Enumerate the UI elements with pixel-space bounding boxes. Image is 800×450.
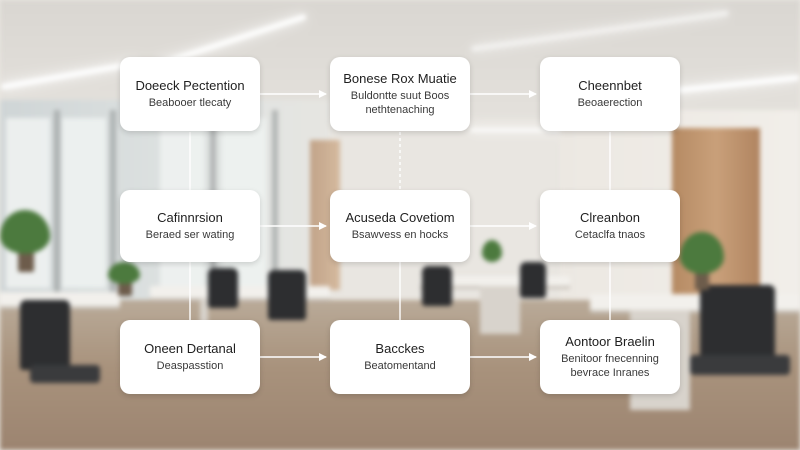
- node-title: Doeeck Pectention: [135, 78, 245, 93]
- node-title: Cheennbet: [578, 78, 642, 93]
- office-chair: [20, 300, 70, 370]
- plant-pot: [18, 250, 34, 272]
- plant: [482, 240, 502, 262]
- desk-leg: [480, 286, 520, 334]
- node-bacckes[interactable]: Bacckes Beatomentand: [330, 320, 470, 394]
- node-oneen-dertanal[interactable]: Oneen Dertanal Deaspasstion: [120, 320, 260, 394]
- node-title: Aontoor Braelin: [565, 334, 655, 349]
- node-subtitle: Cetaclfa tnaos: [574, 229, 646, 241]
- office-chair: [700, 285, 775, 360]
- office-chair: [268, 270, 306, 320]
- node-title: Oneen Dertanal: [144, 341, 236, 356]
- node-subtitle: Deaspasstion: [156, 360, 224, 372]
- window-frame: [54, 110, 60, 300]
- office-chair: [208, 268, 238, 308]
- plant: [680, 232, 724, 274]
- office-chair: [520, 262, 546, 298]
- window-frame: [272, 110, 278, 300]
- node-subtitle: Beatomentand: [364, 360, 436, 372]
- node-subtitle: Buldontte suut Boos: [350, 90, 450, 102]
- node-cheennbet[interactable]: Cheennbet Beoaerection: [540, 57, 680, 131]
- node-subtitle-line2: nethtenaching: [365, 104, 435, 116]
- node-subtitle-line2: bevrace Inranes: [570, 367, 650, 379]
- window-pane: [62, 118, 106, 288]
- plant: [108, 262, 140, 284]
- node-title: Bonese Rox Muatie: [343, 71, 457, 86]
- office-chair: [690, 355, 790, 375]
- plant: [0, 210, 50, 254]
- node-title: Bacckes: [375, 341, 425, 356]
- node-aontoor-braelin[interactable]: Aontoor Braelin Benitoor fnecenning bevr…: [540, 320, 680, 394]
- node-subtitle: Beabooer tlecaty: [148, 97, 232, 109]
- node-doeeck-pectention[interactable]: Doeeck Pectention Beabooer tlecaty: [120, 57, 260, 131]
- node-title: Clreanbon: [580, 210, 640, 225]
- node-title: Acuseda Covetiom: [345, 210, 455, 225]
- node-subtitle: Benitoor fnecenning: [561, 353, 659, 365]
- desk: [420, 276, 570, 286]
- office-chair: [30, 365, 100, 383]
- node-acuseda-covetiom[interactable]: Acuseda Covetiom Bsawvess en hocks: [330, 190, 470, 262]
- node-bonese-rox-muatie[interactable]: Bonese Rox Muatie Buldontte suut Boos ne…: [330, 57, 470, 131]
- office-chair: [422, 266, 452, 306]
- node-title: Cafinnrsion: [157, 210, 223, 225]
- node-subtitle: Bsawvess en hocks: [351, 229, 449, 241]
- node-subtitle: Beoaerection: [577, 97, 643, 109]
- window-frame: [110, 110, 116, 300]
- node-cafinnrsion[interactable]: Cafinnrsion Beraed ser wating: [120, 190, 260, 262]
- plant-pot: [118, 280, 132, 296]
- node-clreanbon[interactable]: Clreanbon Cetaclfa tnaos: [540, 190, 680, 262]
- plant-pot: [695, 272, 709, 290]
- node-subtitle: Beraed ser wating: [145, 229, 235, 241]
